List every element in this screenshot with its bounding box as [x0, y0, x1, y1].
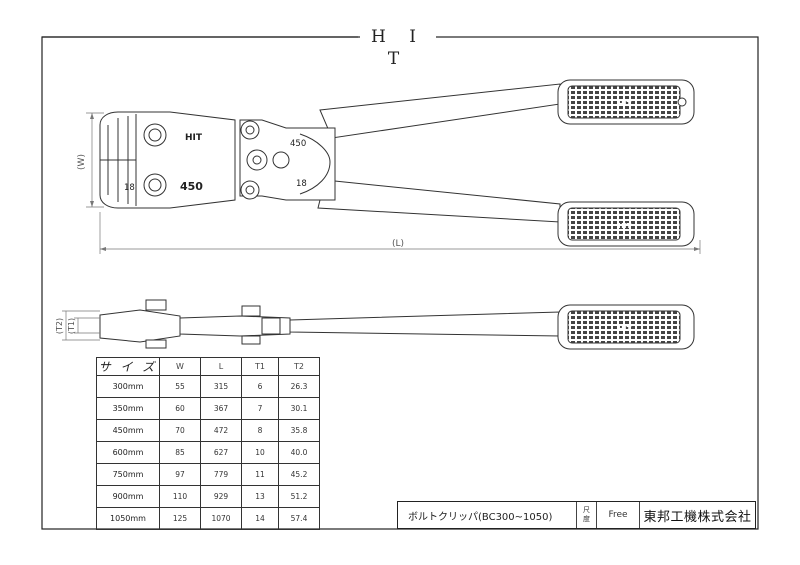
value-cell: 57.4 — [278, 507, 320, 530]
jaw-head — [99, 111, 236, 209]
upper-handle-arm — [319, 83, 561, 139]
value-cell: 6 — [241, 375, 279, 398]
value-cell: 929 — [200, 485, 242, 508]
value-cell: 13 — [241, 485, 279, 508]
scale-label-2: 度 — [583, 515, 590, 523]
value-cell: 45.2 — [278, 463, 320, 486]
value-cell: 110 — [159, 485, 201, 508]
head-logo: HIT — [185, 133, 203, 143]
size-cell: 750mm — [96, 463, 160, 486]
value-cell: 97 — [159, 463, 201, 486]
value-cell: 51.2 — [278, 485, 320, 508]
value-cell: 30.1 — [278, 397, 320, 420]
side-grip-logo: HIT — [618, 325, 631, 333]
header-size: サ イ ズ — [96, 357, 160, 376]
link-model-stamp: 450 — [290, 139, 306, 149]
side-view — [62, 299, 695, 350]
size-cell: 350mm — [96, 397, 160, 420]
grip-logo-upper: HIT — [618, 100, 631, 108]
dim-t1-label: (T1) — [67, 318, 76, 334]
value-cell: 11 — [241, 463, 279, 486]
header-l: L — [200, 357, 242, 376]
value-cell: 10 — [241, 441, 279, 464]
side-jaw — [99, 309, 181, 343]
side-handle — [289, 311, 561, 337]
scale-label: 尺 度 — [577, 502, 597, 528]
value-cell: 627 — [200, 441, 242, 464]
value-cell: 35.8 — [278, 419, 320, 442]
value-cell: 8 — [241, 419, 279, 442]
size-cell: 600mm — [96, 441, 160, 464]
lower-handle-arm — [317, 179, 561, 223]
link-small-stamp: 18 — [296, 179, 307, 189]
head-model-stamp: 450 — [180, 180, 203, 193]
header-t1: T1 — [241, 357, 279, 376]
value-cell: 85 — [159, 441, 201, 464]
size-cell: 300mm — [96, 375, 160, 398]
value-cell: 7 — [241, 397, 279, 420]
size-cell: 1050mm — [96, 507, 160, 530]
side-lower-bolt — [145, 339, 167, 349]
value-cell: 125 — [159, 507, 201, 530]
side-upper-bolt — [145, 299, 167, 311]
header-w: W — [159, 357, 201, 376]
dim-l-label: (L) — [392, 239, 404, 249]
lower-adjust-bolt — [143, 173, 167, 197]
value-cell: 70 — [159, 419, 201, 442]
title-block: ボルトクリッパ(BC300~1050) 尺 度 Free 東邦工機株式会社 — [397, 501, 756, 529]
size-cell: 900mm — [96, 485, 160, 508]
scale-value: Free — [597, 502, 640, 528]
value-cell: 60 — [159, 397, 201, 420]
scale-label-1: 尺 — [583, 506, 590, 514]
table-header-row: サ イ ズ W L T1 T2 — [96, 357, 320, 376]
value-cell: 40.0 — [278, 441, 320, 464]
value-cell: 367 — [200, 397, 242, 420]
value-cell: 26.3 — [278, 375, 320, 398]
header-t2: T2 — [278, 357, 320, 376]
upper-adjust-bolt — [143, 123, 167, 147]
dim-w-label: (W) — [77, 154, 87, 170]
brand-title: H I T — [360, 26, 436, 70]
grip-logo-lower: HIT — [618, 222, 631, 230]
value-cell: 14 — [241, 507, 279, 530]
product-name: ボルトクリッパ(BC300~1050) — [398, 502, 577, 528]
head-small-stamp: 18 — [124, 183, 135, 193]
size-cell: 450mm — [96, 419, 160, 442]
value-cell: 1070 — [200, 507, 242, 530]
value-cell: 779 — [200, 463, 242, 486]
value-cell: 315 — [200, 375, 242, 398]
dim-t2-label: (T2) — [55, 318, 64, 334]
top-view — [86, 79, 701, 254]
company-name: 東邦工機株式会社 — [643, 509, 752, 525]
value-cell: 55 — [159, 375, 201, 398]
value-cell: 472 — [200, 419, 242, 442]
